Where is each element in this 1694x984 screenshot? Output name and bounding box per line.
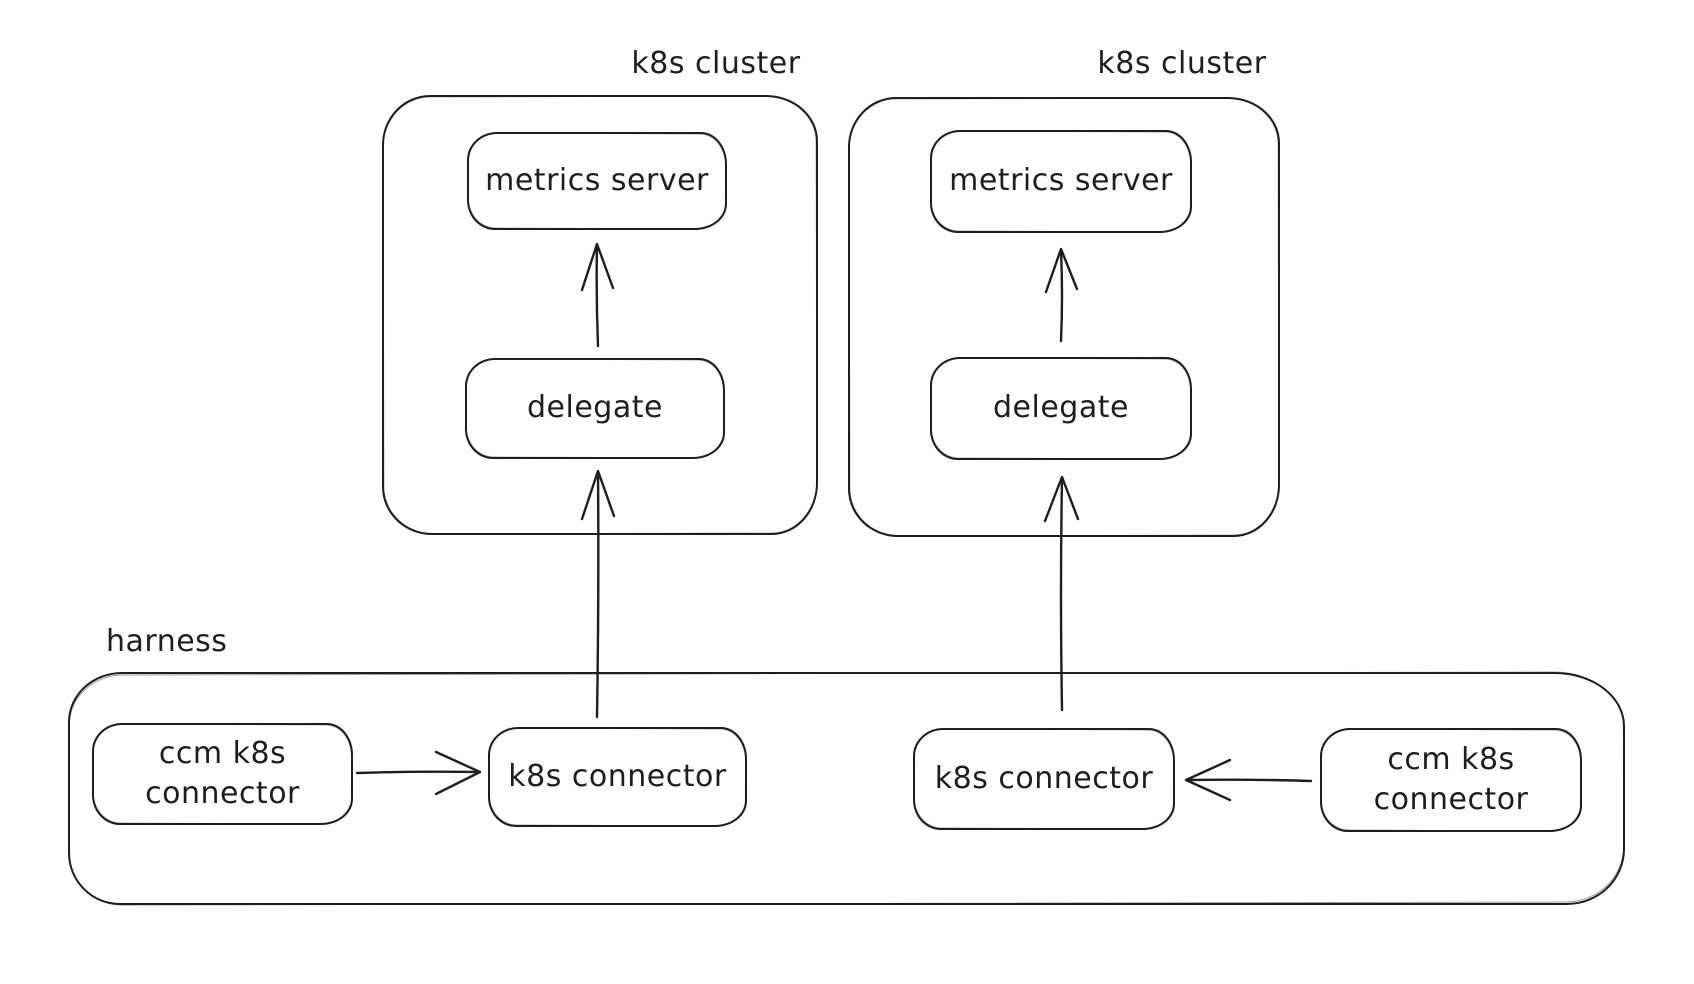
ccm-k8s-connector-node-left: ccm k8s connector — [92, 723, 353, 825]
harness-label: harness — [106, 624, 228, 659]
ccm-k8s-connector-label-left: ccm k8s connector — [145, 735, 300, 812]
cluster-1-delegate-node: delegate — [465, 358, 725, 459]
ccm-k8s-connector-label-right: ccm k8s connector — [1373, 741, 1529, 818]
cluster-2-label: k8s cluster — [1097, 46, 1267, 81]
k8s-connector-node-right: k8s connector — [913, 728, 1175, 830]
k8s-connector-node-left: k8s connector — [488, 727, 747, 827]
cluster-2-metrics-server-label: metrics server — [949, 163, 1173, 199]
k8s-connector-label-left: k8s connector — [508, 758, 727, 794]
k8s-connector-label-right: k8s connector — [934, 760, 1154, 796]
cluster-1-label: k8s cluster — [631, 46, 801, 81]
cluster-1-metrics-server-node: metrics server — [467, 132, 727, 230]
cluster-1-delegate-label: delegate — [527, 390, 663, 426]
cluster-2-delegate-node: delegate — [930, 357, 1192, 460]
cluster-2-metrics-server-node: metrics server — [930, 130, 1192, 233]
cluster-1-metrics-server-label: metrics server — [485, 162, 709, 198]
cluster-1-frame — [382, 95, 818, 535]
harness-frame — [68, 672, 1625, 905]
cluster-2-delegate-label: delegate — [993, 390, 1129, 426]
ccm-k8s-connector-node-right: ccm k8s connector — [1320, 728, 1582, 832]
cluster-2-frame — [848, 97, 1280, 537]
